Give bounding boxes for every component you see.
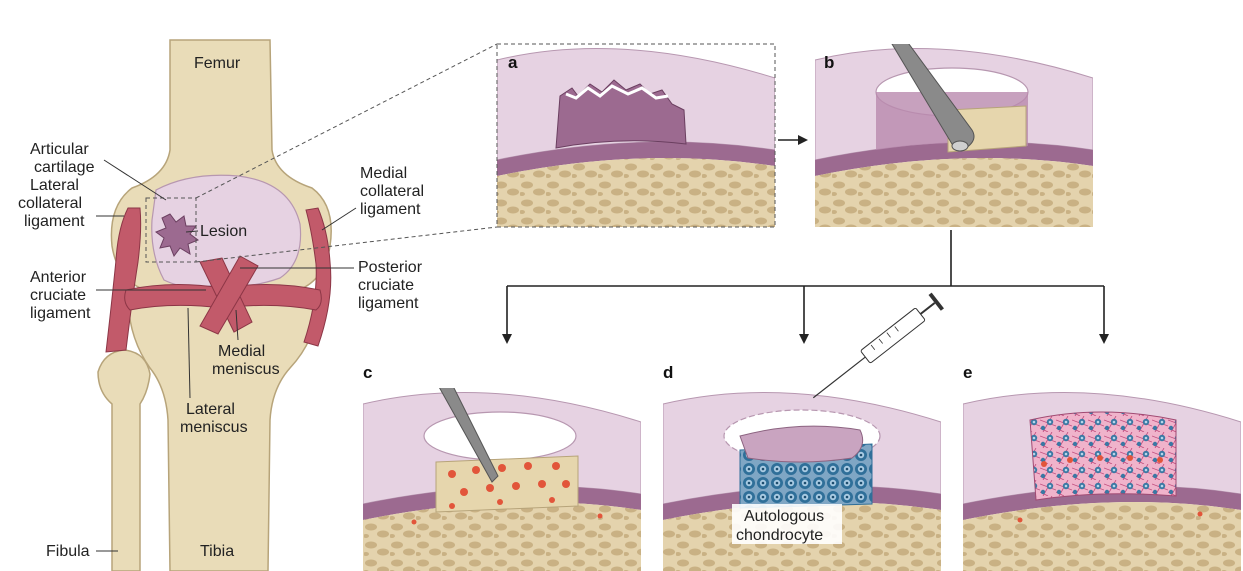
- label-tibia: Tibia: [200, 543, 234, 560]
- label-articular-cartilage-1: Articular: [30, 141, 89, 158]
- label-articular-cartilage-2: cartilage: [34, 159, 95, 176]
- label-medial-collateral-3: ligament: [360, 201, 421, 218]
- panel-d-letter: d: [663, 363, 673, 382]
- panel-b-letter: b: [824, 53, 834, 72]
- panel-c: [363, 356, 641, 571]
- label-posterior-cruciate-3: ligament: [358, 295, 419, 312]
- label-lateral-collateral-3: ligament: [24, 213, 85, 230]
- knee-anatomy: [98, 40, 331, 571]
- label-posterior-cruciate-1: Posterior: [358, 259, 423, 276]
- label-anterior-cruciate-1: Anterior: [30, 269, 87, 286]
- panel-d-caption-2: chondrocyte: [736, 527, 823, 544]
- label-lateral-meniscus-2: meniscus: [180, 419, 248, 436]
- label-fibula: Fibula: [46, 543, 90, 560]
- label-medial-collateral-2: collateral: [360, 183, 424, 200]
- panel-c-letter: c: [363, 363, 372, 382]
- panel-e: [963, 388, 1241, 571]
- fibula-bone: [98, 350, 150, 571]
- panel-d-caption-1: Autologous: [744, 508, 824, 525]
- panel-a-letter: a: [508, 53, 518, 72]
- panel-d-membrane-flap: [740, 426, 863, 462]
- label-medial-meniscus-1: Medial: [218, 343, 265, 360]
- label-lateral-meniscus-1: Lateral: [186, 401, 235, 418]
- label-femur: Femur: [194, 55, 241, 72]
- label-lateral-collateral-1: Lateral: [30, 177, 79, 194]
- label-anterior-cruciate-2: cruciate: [30, 287, 86, 304]
- label-medial-meniscus-2: meniscus: [212, 361, 280, 378]
- panel-b: [815, 40, 1093, 227]
- panel-e-letter: e: [963, 363, 972, 382]
- panel-a: [497, 44, 775, 227]
- label-medial-collateral-1: Medial: [360, 165, 407, 182]
- label-posterior-cruciate-2: cruciate: [358, 277, 414, 294]
- flow-branches: [507, 230, 1104, 342]
- label-lesion: Lesion: [200, 223, 247, 240]
- label-lateral-collateral-2: collateral: [18, 195, 82, 212]
- label-anterior-cruciate-3: ligament: [30, 305, 91, 322]
- panel-e-scaffold: [1030, 412, 1176, 500]
